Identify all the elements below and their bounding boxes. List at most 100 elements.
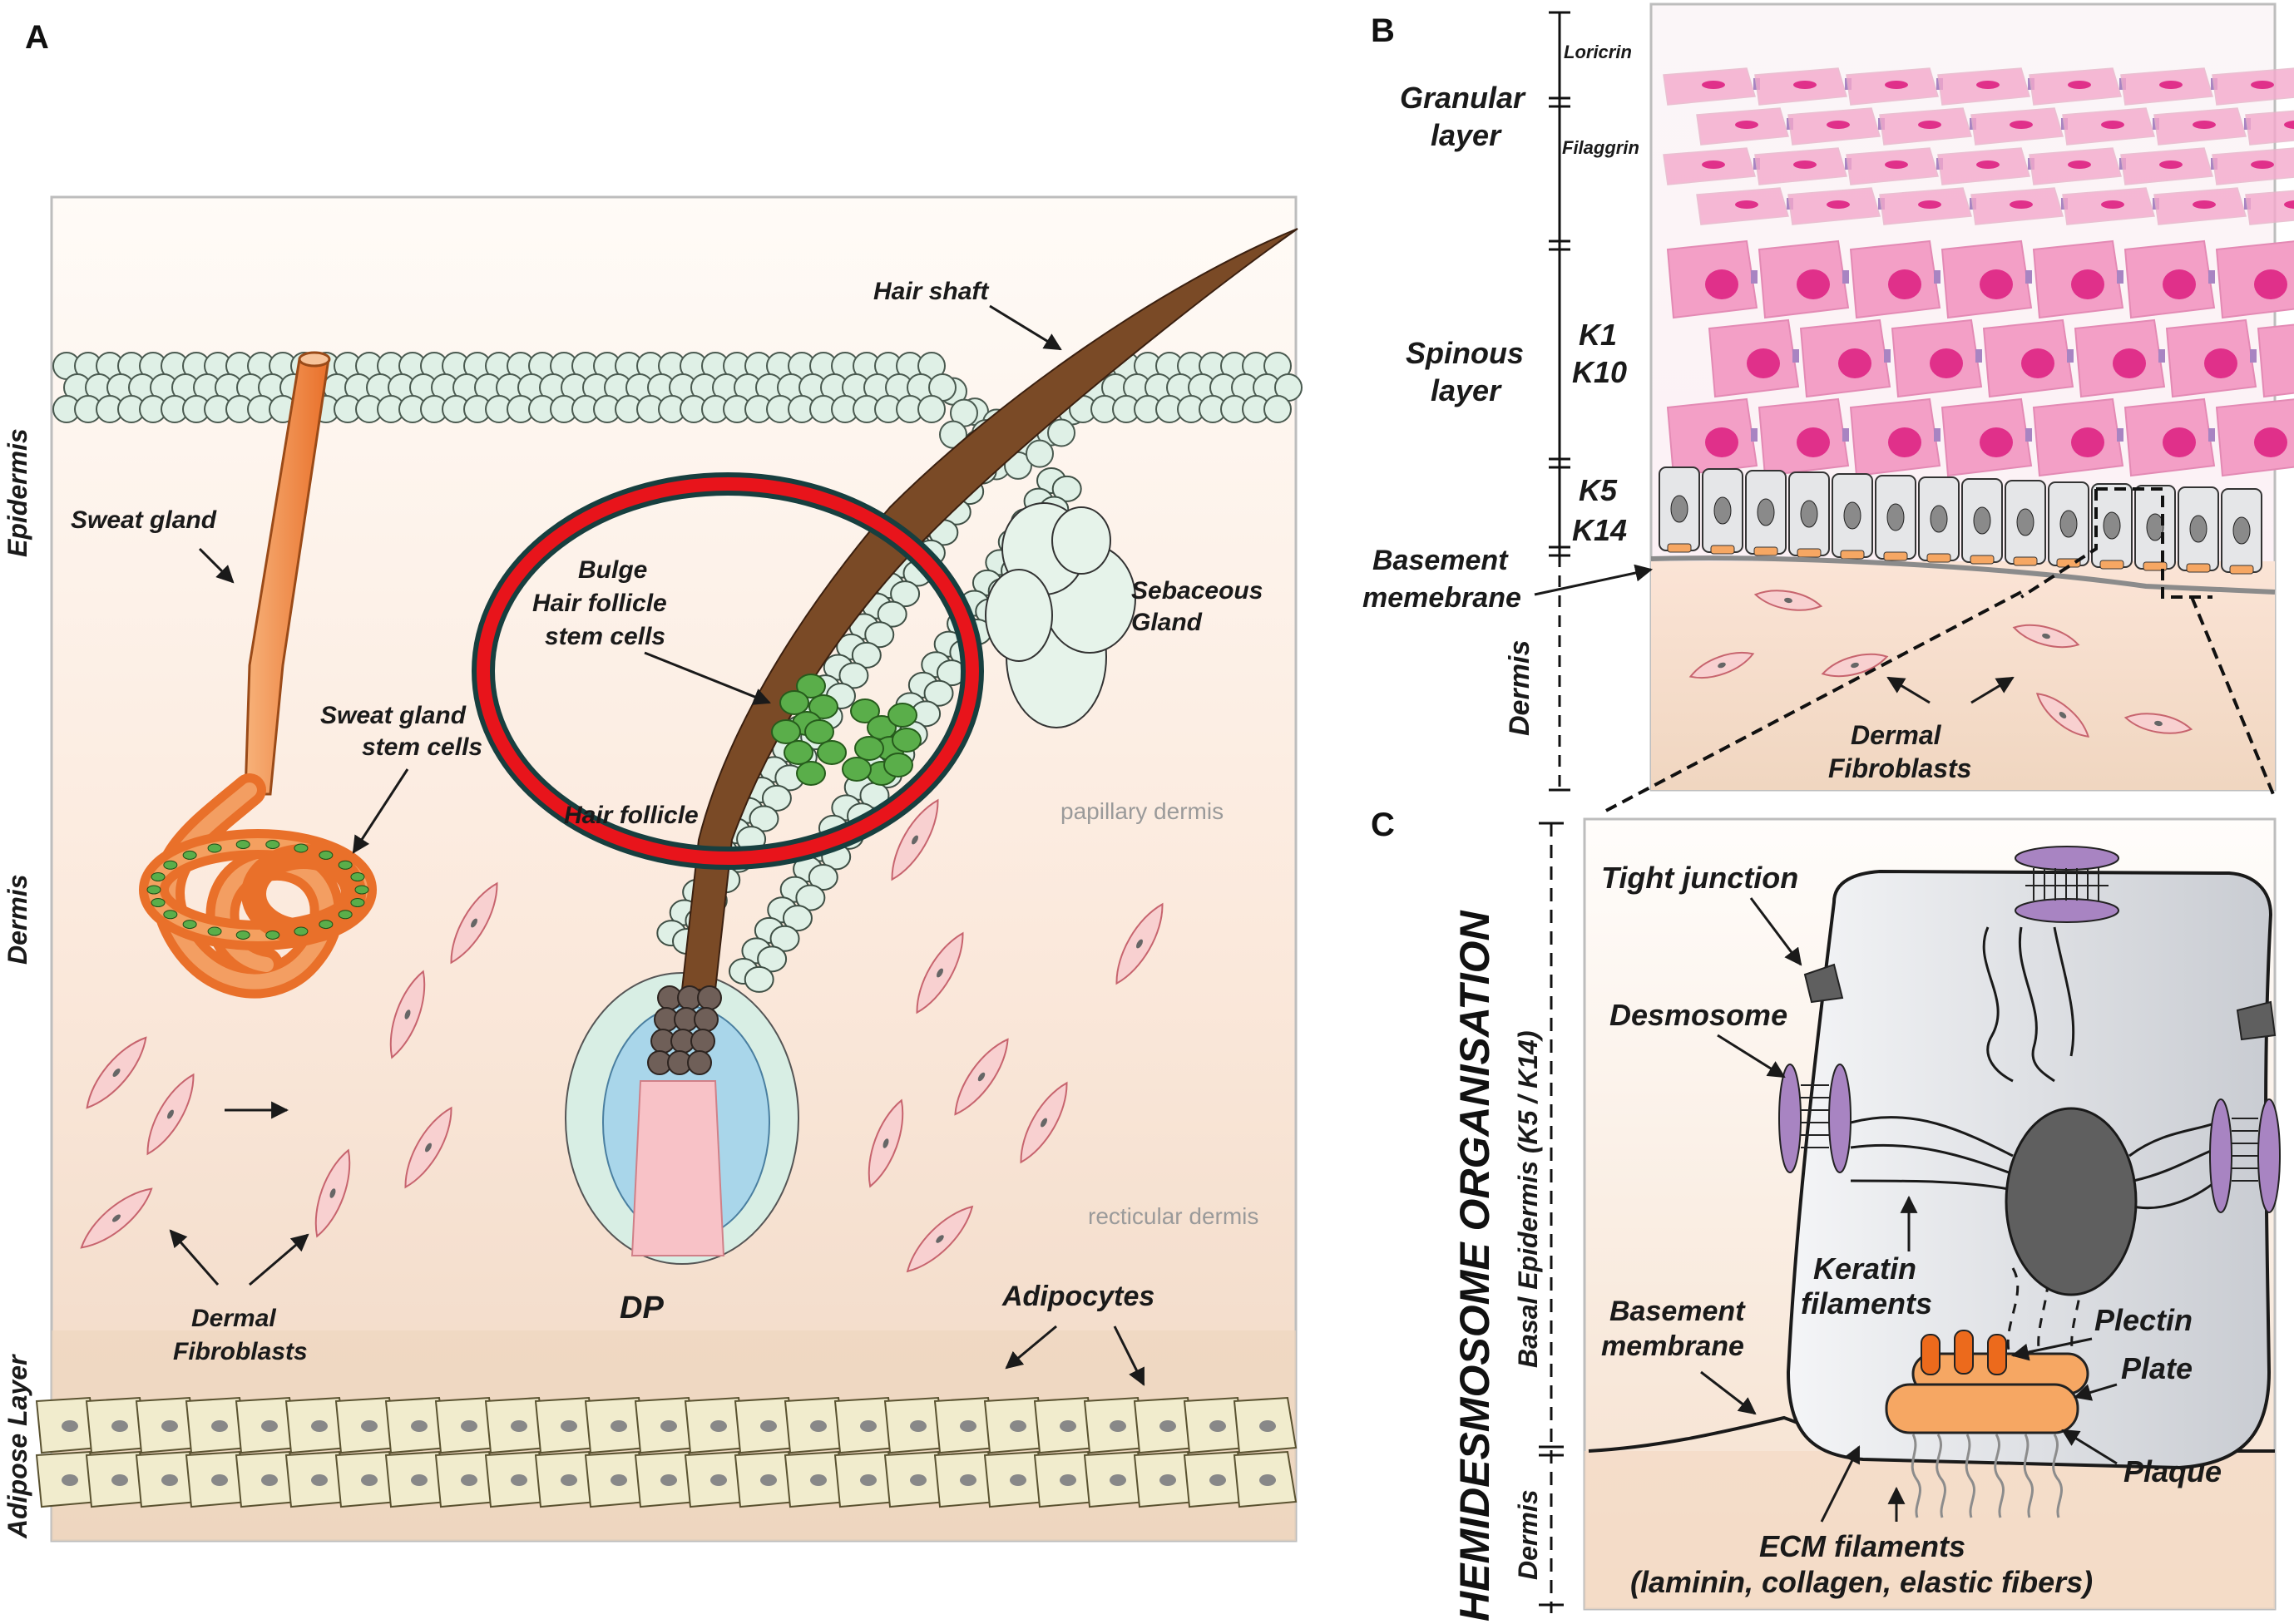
sweat-stem-cell bbox=[319, 850, 334, 860]
sweat-gland bbox=[139, 351, 377, 999]
basal-nucleus bbox=[2146, 513, 2164, 541]
basal-nucleus bbox=[1800, 500, 1818, 528]
sebaceous-label-1: Sebaceous bbox=[1131, 577, 1263, 605]
fibroblast bbox=[80, 1187, 153, 1249]
granular-nucleus bbox=[2010, 121, 2033, 129]
bulge-stem-cell bbox=[771, 719, 801, 744]
adipocyte-nucleus bbox=[361, 1420, 378, 1432]
adipocyte-nucleus bbox=[161, 1474, 178, 1486]
adipocyte-nucleus bbox=[810, 1420, 827, 1432]
papillary-dermis-label: papillary dermis bbox=[1060, 798, 1224, 824]
keratin-label-2: filaments bbox=[1801, 1286, 1932, 1320]
bulge-stem-cell bbox=[796, 674, 826, 698]
basal-nucleus bbox=[1930, 505, 1948, 533]
spinous-desmosome bbox=[2208, 270, 2215, 284]
plectin-3 bbox=[1987, 1334, 2007, 1375]
adipocyte-nucleus bbox=[1209, 1420, 1226, 1432]
follicle-sheath-cell bbox=[761, 784, 792, 812]
plate-label: Plate bbox=[2121, 1351, 2193, 1385]
keratin-label-1: Keratin bbox=[1813, 1251, 1916, 1286]
granular-nucleus bbox=[1827, 121, 1850, 129]
basal-nucleus bbox=[2189, 515, 2207, 543]
adipocyte-nucleus bbox=[561, 1474, 577, 1486]
sweat-stem-cell bbox=[207, 843, 222, 853]
bulge-stem-cell bbox=[892, 728, 922, 753]
ecm-filaments bbox=[1911, 1434, 2064, 1518]
dermal-fibroblasts bbox=[80, 798, 1164, 1273]
basal-hemidesmosome bbox=[1753, 546, 1778, 556]
basal-nucleus bbox=[2103, 511, 2121, 540]
dermal-fibroblasts-b-label-1: Dermal bbox=[1851, 720, 1942, 750]
follicle-sheath-cell bbox=[864, 621, 895, 649]
granular-nucleus bbox=[2010, 200, 2033, 209]
basal-nucleus bbox=[1713, 496, 1732, 525]
spinous-nucleus bbox=[1747, 348, 1780, 378]
adipocyte-nucleus bbox=[461, 1474, 477, 1486]
granular-nucleus bbox=[2159, 160, 2183, 169]
adipocyte-nucleus bbox=[960, 1420, 976, 1432]
bulge-stem-cell bbox=[817, 740, 847, 765]
dermal-fibroblasts-label-2: Fibroblasts bbox=[173, 1338, 308, 1365]
sweat-stem-cell bbox=[265, 930, 280, 940]
spinous-nucleus bbox=[2071, 269, 2104, 299]
sweat-stem-cell bbox=[235, 930, 250, 940]
fibroblast bbox=[389, 970, 426, 1059]
spinous-nucleus bbox=[1838, 348, 1871, 378]
spinous-nucleus bbox=[2204, 348, 2237, 378]
spinous-desmosome bbox=[1792, 349, 1799, 363]
k14-label: K14 bbox=[1572, 513, 1627, 547]
adipocyte-nucleus bbox=[311, 1420, 328, 1432]
sweat-stem-cell bbox=[151, 872, 166, 882]
adipocyte-nucleus bbox=[1010, 1474, 1026, 1486]
follicle-sheath-cell bbox=[923, 679, 954, 707]
fibroblast bbox=[1115, 902, 1164, 985]
follicle-sheath-cell bbox=[808, 863, 838, 891]
spinous-nucleus bbox=[2254, 427, 2287, 457]
granular-nucleus bbox=[2101, 121, 2124, 129]
fibroblast bbox=[404, 1106, 452, 1189]
adipocyte-nucleus bbox=[660, 1420, 677, 1432]
adipose-layer-label: Adipose Layer bbox=[2, 1354, 32, 1539]
granular-nucleus bbox=[1702, 81, 1725, 89]
basal-hemidesmosome bbox=[2013, 556, 2038, 566]
basal-nucleus bbox=[1886, 503, 1905, 531]
fibroblast bbox=[906, 1205, 974, 1273]
adipocyte-nucleus bbox=[860, 1420, 877, 1432]
granular-nucleus bbox=[2068, 160, 2091, 169]
fibroblast-b bbox=[2123, 713, 2193, 734]
granular-nucleus bbox=[1976, 81, 2000, 89]
hair-root-cell bbox=[697, 985, 722, 1010]
epidermis-cell bbox=[1047, 418, 1075, 447]
desmosome-label: Desmosome bbox=[1609, 998, 1787, 1032]
dermal-fibroblasts-b-label-2: Fibroblasts bbox=[1828, 753, 1971, 783]
bulge-label-3: stem cells bbox=[545, 623, 665, 650]
basal-nucleus bbox=[2016, 508, 2034, 536]
granular-nucleus bbox=[2193, 121, 2216, 129]
fibroblast bbox=[1020, 1081, 1068, 1164]
sebaceous-gland bbox=[985, 502, 1136, 728]
granular-nucleus bbox=[1793, 160, 1817, 169]
follicle-sheath-cell bbox=[795, 884, 826, 911]
loricrin-label: Loricrin bbox=[1564, 42, 1632, 62]
basal-nucleus bbox=[1757, 498, 1775, 526]
granular-nucleus bbox=[2251, 81, 2274, 89]
granular-nucleus bbox=[1702, 160, 1725, 169]
granular-nucleus bbox=[2068, 81, 2091, 89]
sweat-stem-cell bbox=[338, 910, 353, 920]
adipocyte-nucleus bbox=[461, 1420, 477, 1432]
basal-cells bbox=[1659, 466, 2262, 575]
adipocyte-nucleus bbox=[1060, 1474, 1076, 1486]
dermal-fibroblasts-label-1: Dermal bbox=[191, 1305, 276, 1332]
bulge-stem-cell bbox=[883, 753, 913, 777]
panel-b-dermis bbox=[1651, 561, 2275, 790]
desmosome-left bbox=[1778, 1064, 1852, 1173]
granular-nucleus bbox=[1976, 160, 2000, 169]
adipocyte-nucleus bbox=[62, 1420, 78, 1432]
adipocyte-nucleus bbox=[1159, 1474, 1176, 1486]
bulge-stem-cell bbox=[887, 703, 917, 728]
basal-hemidesmosome bbox=[1797, 548, 1822, 558]
adipocyte-nucleus bbox=[511, 1420, 527, 1432]
granular-nucleus bbox=[1827, 200, 1850, 209]
spinous-nucleus bbox=[1705, 427, 1738, 457]
panel-b-letter: B bbox=[1371, 12, 1395, 49]
